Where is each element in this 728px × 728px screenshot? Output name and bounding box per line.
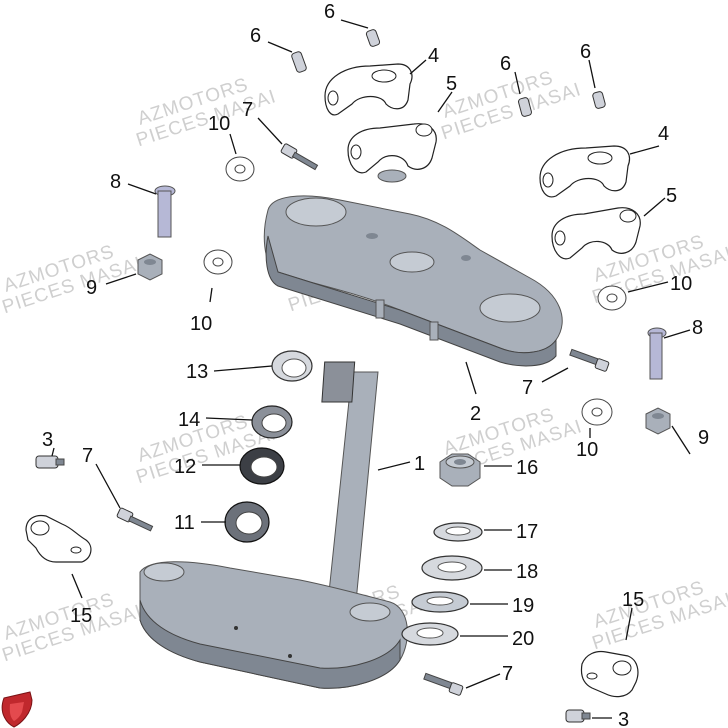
callout-12: 12: [174, 456, 196, 478]
callout-1: 1: [414, 453, 425, 475]
lower-clamp-5-left: [347, 123, 437, 183]
washer-10-mid-left: [203, 249, 233, 275]
lower-clamp-5-right: [551, 207, 641, 260]
callout-10: 10: [208, 113, 230, 135]
callout-6: 6: [324, 1, 335, 23]
nut-18: [421, 555, 483, 581]
bolt-3-left: [35, 455, 65, 469]
callout-8: 8: [110, 171, 121, 193]
callout-6: 6: [580, 41, 591, 63]
callout-7: 7: [502, 663, 513, 685]
callout-6: 6: [250, 25, 261, 47]
callout-11: 11: [174, 512, 195, 534]
callout-9: 9: [698, 427, 709, 449]
callout-2: 2: [470, 403, 481, 425]
nut-16: [439, 453, 481, 487]
callout-10: 10: [190, 313, 212, 335]
race-14: [251, 405, 293, 439]
callout-9: 9: [86, 277, 97, 299]
bolt-3-bottom: [565, 709, 591, 723]
cable-clamp-15-left: [25, 514, 92, 563]
callout-7: 7: [242, 99, 253, 121]
callout-13: 13: [186, 361, 208, 383]
bolt-6-right-a: [518, 97, 532, 117]
bearing-12: [239, 447, 285, 485]
callout-5: 5: [666, 185, 677, 207]
callout-14: 14: [178, 409, 200, 431]
lock-washer-17: [433, 522, 483, 542]
callout-18: 18: [516, 561, 538, 583]
bolt-6-top: [365, 29, 381, 47]
bolt-7-top: [280, 143, 319, 171]
nut-9-left: [137, 253, 163, 281]
callouts: 6 6 6 6 4 4 5 5 7 7 7 7 8 8 9 9 10 10 10…: [42, 1, 709, 728]
bolt-6-left: [291, 51, 307, 73]
callout-15: 15: [622, 589, 644, 611]
upper-clamp-4-left: [324, 63, 413, 116]
callout-4: 4: [658, 123, 669, 145]
bolt-7-right: [569, 348, 610, 372]
callout-19: 19: [512, 595, 534, 617]
callout-3: 3: [618, 709, 629, 728]
callout-10: 10: [576, 439, 598, 461]
callout-10: 10: [670, 273, 692, 295]
bolt-8-right: [647, 327, 667, 380]
callout-20: 20: [512, 628, 534, 650]
dust-seal-13: [271, 350, 313, 382]
callout-7: 7: [82, 445, 93, 467]
callout-17: 17: [516, 521, 538, 543]
upper-triple-clamp-2: [263, 195, 563, 367]
washer-10-lower-right: [581, 398, 613, 426]
washer-10-top-left: [225, 156, 255, 182]
cable-clamp-15-right: [580, 650, 639, 698]
leader-lines: [51, 19, 691, 719]
callout-5: 5: [446, 73, 457, 95]
nut-9-right: [645, 407, 671, 435]
shield-logo-icon: [1, 691, 33, 728]
upper-clamp-4-right: [539, 145, 631, 198]
bolt-7-left: [116, 507, 154, 532]
callout-7: 7: [522, 377, 533, 399]
callout-8: 8: [692, 317, 703, 339]
callout-4: 4: [428, 45, 439, 67]
callout-6: 6: [500, 53, 511, 75]
bolt-6-right-b: [592, 91, 606, 109]
race-11: [224, 501, 270, 543]
steering-stem-1: [139, 361, 408, 689]
callout-15: 15: [70, 605, 92, 627]
bolt-7-bottom: [423, 672, 464, 696]
washer-10-right: [597, 285, 627, 311]
bolt-8-left: [154, 185, 176, 238]
callout-16: 16: [516, 457, 538, 479]
dust-cover-19: [411, 591, 469, 613]
seal-20: [401, 622, 459, 646]
callout-3: 3: [42, 429, 53, 451]
